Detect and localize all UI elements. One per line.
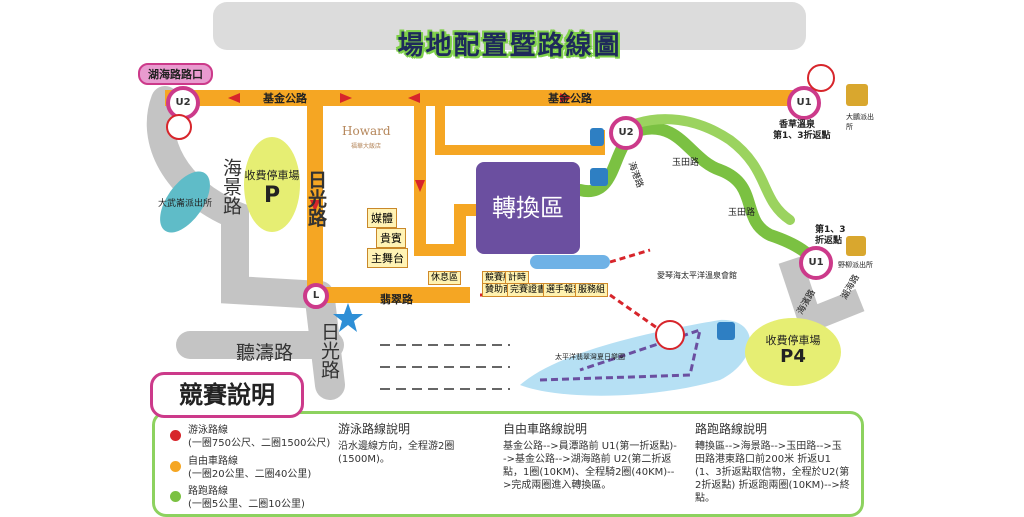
stage-main: 主舞台 xyxy=(367,248,408,268)
legend-bike-detail: (一圈20公里、二圈40公里) xyxy=(188,469,312,480)
start-star xyxy=(333,303,363,332)
road-riguang-lower xyxy=(305,285,345,400)
stage-media: 媒體 xyxy=(367,208,397,228)
parking-p-label: 收費停車場 xyxy=(244,169,300,182)
howard-logo: Howard xyxy=(342,124,391,138)
shower-icon xyxy=(717,322,735,340)
marker-u2-mid: U2 xyxy=(609,116,643,150)
medical-icon-beach xyxy=(655,320,685,350)
legend-swim-detail: (一圈750公尺、二圈1500公尺) xyxy=(188,438,331,449)
turn-13-sub: 折返點 xyxy=(815,236,843,246)
bike-col-title: 自由車路線說明 xyxy=(503,422,588,436)
road-tingtao: 聽濤路 xyxy=(236,342,294,364)
marker-l-point: L xyxy=(303,283,329,309)
booth-rest: 休息區 xyxy=(428,271,462,285)
swim-route-red xyxy=(480,293,661,332)
xiangcao-label: 香草溫泉 xyxy=(779,120,816,130)
booth-checkin: 選手報到 xyxy=(543,283,586,297)
spa-hall: 愛琴海太平洋溫泉會館 xyxy=(657,271,737,280)
blue-lane xyxy=(530,255,610,269)
road-haijing xyxy=(146,86,334,309)
run-route-2 xyxy=(615,114,795,225)
road-yutian-2: 玉田路 xyxy=(728,208,756,218)
huhai-junction-label: 湖海路路口 xyxy=(138,63,213,85)
medical-icon xyxy=(807,64,835,92)
legend-bike-name: 自由車路線 xyxy=(188,456,238,467)
police-badge-icon xyxy=(846,84,868,106)
marker-u1-east: U1 xyxy=(799,246,833,280)
road-riguang-lower: 日光路 xyxy=(318,322,340,379)
booth-sponsor: 贊助商 xyxy=(482,283,516,297)
parking-lines xyxy=(380,344,510,390)
stage-vip: 貴賓 xyxy=(376,228,406,248)
road-jijin-east: 基金公路 xyxy=(548,92,592,105)
swim-area xyxy=(520,319,750,396)
run-col-title: 路跑路線說明 xyxy=(695,422,768,436)
parking-p4: 收費停車場 P4 xyxy=(745,318,841,386)
dawu-police: 大武崙派出所 xyxy=(158,199,213,209)
legend-panel xyxy=(152,411,864,517)
marker-u1-north: U1 xyxy=(787,86,821,120)
swim-route xyxy=(539,327,703,382)
transition-zone: 轉換區 xyxy=(476,162,580,254)
legend-heading: 競賽說明 xyxy=(150,372,304,418)
bike-dot xyxy=(170,461,181,472)
parking-p4-letter: P4 xyxy=(780,346,806,367)
legend-run-name: 路跑路線 xyxy=(188,486,228,497)
medical-icon-west xyxy=(166,114,192,140)
parking-p4-label: 收費停車場 xyxy=(765,334,821,347)
dawu-beach xyxy=(160,171,210,233)
bike-arrows xyxy=(228,93,572,212)
run-dot xyxy=(170,491,181,502)
road-feicui: 翡翠路 xyxy=(380,293,413,306)
legend-run-detail: (一圈5公里、二圈10公里) xyxy=(188,499,305,510)
police-badge-icon-2 xyxy=(846,236,866,256)
xiangcao-sub: 第1、3折返點 xyxy=(773,131,831,141)
run-route xyxy=(574,122,821,268)
road-jijin-west: 基金公路 xyxy=(263,92,307,105)
dapeng-police: 大鵬派出所 xyxy=(846,113,874,131)
swim-col-title: 游泳路線說明 xyxy=(338,422,411,436)
bike-col-body: 基金公路-->員潭路前 U1(第一折返點)-->基金公路-->湖海路前 U2(第… xyxy=(503,441,677,491)
yeliu-police: 野柳派出所 xyxy=(838,261,873,269)
parking-p: 收費停車場 P xyxy=(244,137,300,232)
road-haijing: 海景路 xyxy=(220,158,242,215)
parking-p-letter: P xyxy=(263,183,281,208)
swim-dot xyxy=(170,430,181,441)
title-banner xyxy=(213,2,806,50)
toilet-icon xyxy=(590,168,608,186)
beach-park: 太平洋翡翠灣夏日樂園 xyxy=(555,353,625,361)
road-yutian-1: 玉田路 xyxy=(672,158,700,168)
road-riguang-upper: 日光路 xyxy=(305,170,327,227)
booth-service: 服務組 xyxy=(575,283,609,297)
swim-col-body: 沿水邊線方向，全程游2圈(1500M)。 xyxy=(338,441,455,465)
run-col-body: 轉換區-->海景路-->玉田路-->玉田路港東路口前200米 折返U1 (1、3… xyxy=(695,441,850,504)
page-title: 場地配置暨路線圖 xyxy=(397,31,622,61)
turn-13-label: 第1、3 xyxy=(815,225,846,235)
bike-route-inner xyxy=(414,98,480,256)
water-icon xyxy=(590,128,604,146)
legend-swim-name: 游泳路線 xyxy=(188,425,228,436)
howard-sub: 福華大飯店 xyxy=(351,143,382,150)
